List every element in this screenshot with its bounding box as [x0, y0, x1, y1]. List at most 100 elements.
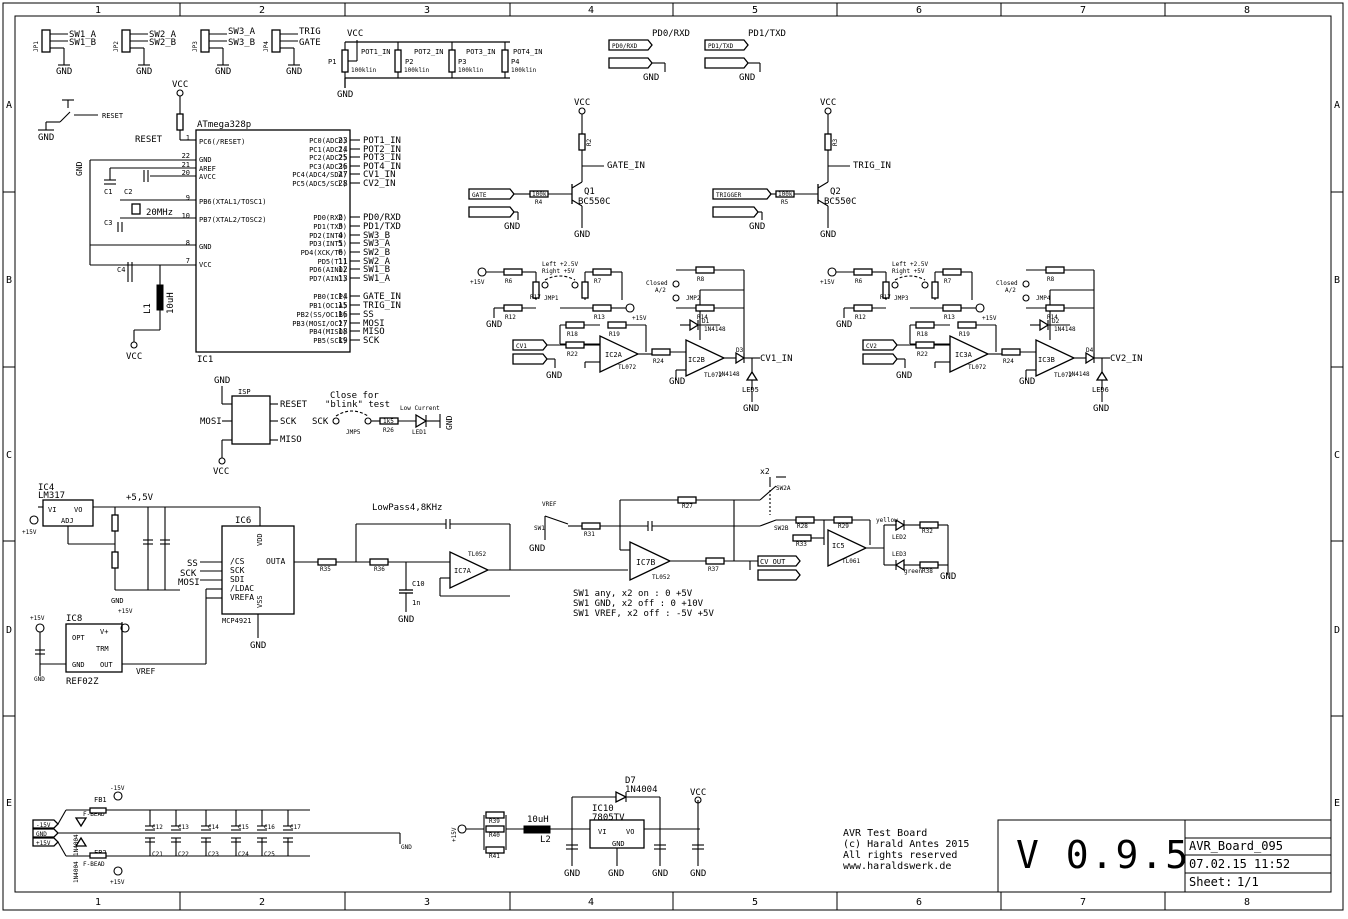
svg-text:MOSI: MOSI	[178, 578, 200, 588]
svg-text:SW2_A: SW2_A	[149, 30, 177, 40]
svg-text:GND: GND	[652, 869, 668, 879]
frame-col-label: 2	[259, 897, 265, 908]
resistor-ref: R22	[567, 351, 578, 358]
mcu-pin-name: PB3(MOSI/OC2)	[292, 320, 347, 328]
svg-text:R2: R2	[586, 138, 593, 146]
svg-text:SCK: SCK	[312, 417, 329, 427]
svg-text:OPT: OPT	[72, 634, 85, 642]
svg-text:PD1/TXD: PD1/TXD	[708, 43, 734, 50]
label: Closed	[646, 280, 668, 287]
svg-text:VSS: VSS	[256, 595, 264, 608]
svg-text:"blink" test: "blink" test	[325, 400, 390, 410]
mcu-pin-name: PB0(ICP)	[313, 293, 347, 301]
mcu-pin-net: CV2_IN	[363, 179, 396, 189]
frame-row-label: D	[1334, 625, 1340, 636]
svg-text:VO: VO	[626, 828, 634, 836]
capacitor-ref: C23	[208, 851, 219, 858]
frame-row-label: C	[6, 450, 12, 461]
dac-section: IC4 LM317 VI VO ADJ +15V +5,5V GND IC6 M…	[22, 467, 956, 687]
svg-text:VI: VI	[598, 828, 606, 836]
label: LED6	[1092, 386, 1109, 394]
net-tag: CV1	[516, 343, 527, 350]
frame-row-label: A	[6, 100, 12, 111]
svg-text:OUTA: OUTA	[266, 557, 285, 566]
svg-text:R5: R5	[781, 199, 789, 206]
svg-text:SW2B: SW2B	[774, 525, 789, 532]
header-jp3: SW3_A SW3_B GND JP3	[192, 27, 256, 77]
label: CV1_IN	[760, 354, 793, 364]
svg-text:SS: SS	[187, 559, 198, 569]
svg-text:Low Current: Low Current	[400, 405, 440, 412]
svg-text:F-BEAD: F-BEAD	[83, 861, 105, 868]
svg-text:IC8: IC8	[66, 614, 82, 624]
svg-text:10uH: 10uH	[527, 815, 549, 825]
svg-text:SCK: SCK	[180, 569, 197, 579]
svg-text:7805TV: 7805TV	[592, 813, 625, 823]
mcu-right-pin-number: 2	[338, 213, 343, 222]
svg-text:C1: C1	[104, 188, 112, 196]
resistor-ref: R12	[505, 314, 516, 321]
svg-text:/CS: /CS	[230, 557, 245, 566]
mcu-pin-name: PB1(OC1A)	[309, 302, 347, 310]
svg-text:P3: P3	[458, 58, 466, 66]
svg-text:GND: GND	[612, 840, 625, 848]
pot-p2: P2 POT2_IN 100klin	[394, 42, 444, 78]
svg-text:F-BEAD: F-BEAD	[83, 811, 105, 818]
frame-col-label: 6	[916, 5, 922, 16]
resistor-ref: R24	[653, 358, 664, 365]
label: GND	[486, 320, 502, 330]
svg-text:Q2: Q2	[830, 187, 841, 197]
svg-text:CV_OUT: CV_OUT	[760, 558, 786, 566]
svg-text:GND: GND	[250, 641, 266, 651]
svg-text:R26: R26	[383, 427, 394, 434]
svg-text:yellow: yellow	[876, 517, 898, 524]
frame-row-label: D	[6, 625, 12, 636]
mcu-pin-net: SW3_A	[363, 239, 391, 249]
resistor-ref: R18	[917, 331, 928, 338]
note-line-2: (c) Harald Antes 2015	[843, 839, 969, 850]
svg-text:VCC: VCC	[690, 788, 706, 798]
label: IC2B	[688, 356, 705, 364]
mcu-right-pin-number: 25	[338, 153, 348, 162]
mcu-pin-name: PB7(XTAL2/TOSC2)	[199, 216, 266, 224]
svg-text:1k5: 1k5	[383, 418, 394, 425]
svg-text:x2: x2	[760, 467, 770, 476]
svg-text:IC4: IC4	[38, 483, 54, 493]
svg-text:VCC: VCC	[574, 98, 590, 108]
label: D1	[702, 318, 710, 325]
label: +15V	[632, 315, 647, 322]
svg-text:R3: R3	[832, 138, 839, 146]
mcu-pin-name: AREF	[199, 165, 216, 173]
diode-ref: 1N4004	[73, 861, 80, 883]
svg-text:ADJ: ADJ	[61, 517, 74, 525]
mcu-right-pin-number: 27	[338, 170, 348, 179]
mcu-pin-net: GATE_IN	[363, 292, 401, 302]
svg-text:VREF: VREF	[136, 667, 155, 676]
label: GND	[1019, 377, 1035, 387]
mcu-pin-net: POT1_IN	[363, 136, 401, 146]
svg-text:MOSI: MOSI	[200, 417, 222, 427]
mcu-pin-number: 1	[186, 134, 190, 142]
svg-text:GND: GND	[608, 869, 624, 879]
svg-text:D7: D7	[625, 776, 636, 786]
svg-text:100k: 100k	[532, 191, 547, 198]
capacitor-ref: C12	[152, 824, 163, 831]
note-line-4: www.haraldswerk.de	[843, 861, 951, 872]
label: IC3A	[955, 351, 973, 359]
svg-text:GND: GND	[398, 615, 414, 625]
mcu-right-pin-number: 23	[338, 136, 348, 145]
svg-text:GND: GND	[643, 73, 659, 83]
svg-text:C3: C3	[104, 219, 112, 227]
svg-text:green: green	[904, 568, 922, 575]
resistor-ref: R12	[855, 314, 866, 321]
frame-col-label: 8	[1244, 5, 1250, 16]
svg-text:VCC: VCC	[126, 352, 142, 362]
svg-text:TRM: TRM	[96, 645, 109, 653]
svg-text:R39: R39	[489, 818, 500, 825]
svg-text:R32: R32	[922, 528, 933, 535]
title-block: V 0.9.5 AVR_Board_095 07.02.15 11:52 She…	[843, 819, 1332, 893]
resistor-ref: R6	[855, 278, 863, 285]
